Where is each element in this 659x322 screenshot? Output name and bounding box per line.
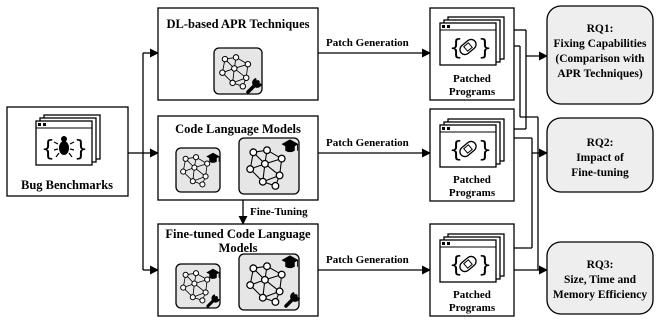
rq2-line-3: Fine-tuning [571,167,629,179]
rq3-node: RQ3: Size, Time and Memory Efficiency [546,241,654,315]
fine-tuned-models-title-line2: Models [219,241,258,255]
rq2-line-2: Impact of [576,152,624,164]
neural-network-icon [175,147,221,193]
rq1-line-2: Fixing Capabilities [554,38,647,50]
fine-tuned-models-title-line1: Fine-tuned Code Language [165,227,311,241]
code-language-models-title: Code Language Models [175,122,301,136]
fine-tuning-label: Fine-Tuning [250,206,308,218]
patched-program-window-icon [439,16,505,66]
patched-program-window-icon [439,118,505,168]
programs-label-3: Programs [449,302,496,314]
output-connectors [514,29,548,275]
patched-label-1: Patched [453,73,491,85]
patch-generation-label-1: Patch Generation [326,37,409,49]
neural-network-icon [213,47,263,95]
neural-network-icon [175,263,221,309]
patch-generation-label-3: Patch Generation [326,254,409,266]
patch-generation-label-2: Patch Generation [326,137,409,149]
rq3-line-2: Size, Time and [564,274,637,286]
rq1-line-4: APR Techniques) [557,68,642,80]
bug-window-icon: { } [35,114,101,166]
programs-label-2: Programs [449,187,496,199]
rq2-line-1: RQ2: [587,137,614,149]
svg-text:{: { [41,137,55,162]
input-connectors [128,48,159,275]
code-language-models-node: Code Language Models [157,115,319,201]
fine-tuning-edge: Fine-Tuning [238,200,308,225]
patched-programs-node-1: Patched Programs [429,7,515,101]
dl-apr-techniques-node: DL-based APR Techniques [157,7,319,101]
patched-programs-node-2: Patched Programs [429,108,515,202]
patched-label-3: Patched [453,289,491,301]
rq1-node: RQ1: Fixing Capabilities (Comparison wit… [546,5,654,105]
bug-benchmarks-label: Bug Benchmarks [21,178,113,192]
patched-label-2: Patched [453,174,491,186]
fine-tuned-models-node: Fine-tuned Code Language Models [157,223,319,317]
rq3-line-1: RQ3: [587,259,614,271]
patched-program-window-icon [439,233,505,283]
rq1-line-3: (Comparison with [555,53,645,65]
bug-benchmarks-node: { } Bug Benchmarks [6,106,129,197]
neural-network-icon [238,253,300,311]
rq3-line-3: Memory Efficiency [553,289,647,301]
programs-label-1: Programs [449,86,496,98]
patched-programs-node-3: Patched Programs [429,223,515,317]
neural-network-icon [238,137,300,195]
dl-apr-techniques-title: DL-based APR Techniques [166,17,309,31]
svg-text:}: } [74,137,88,162]
patch-generation-edges: Patch Generation Patch Generation Patch … [318,37,431,275]
rq2-node: RQ2: Impact of Fine-tuning [546,117,654,193]
rq1-line-1: RQ1: [587,23,614,35]
